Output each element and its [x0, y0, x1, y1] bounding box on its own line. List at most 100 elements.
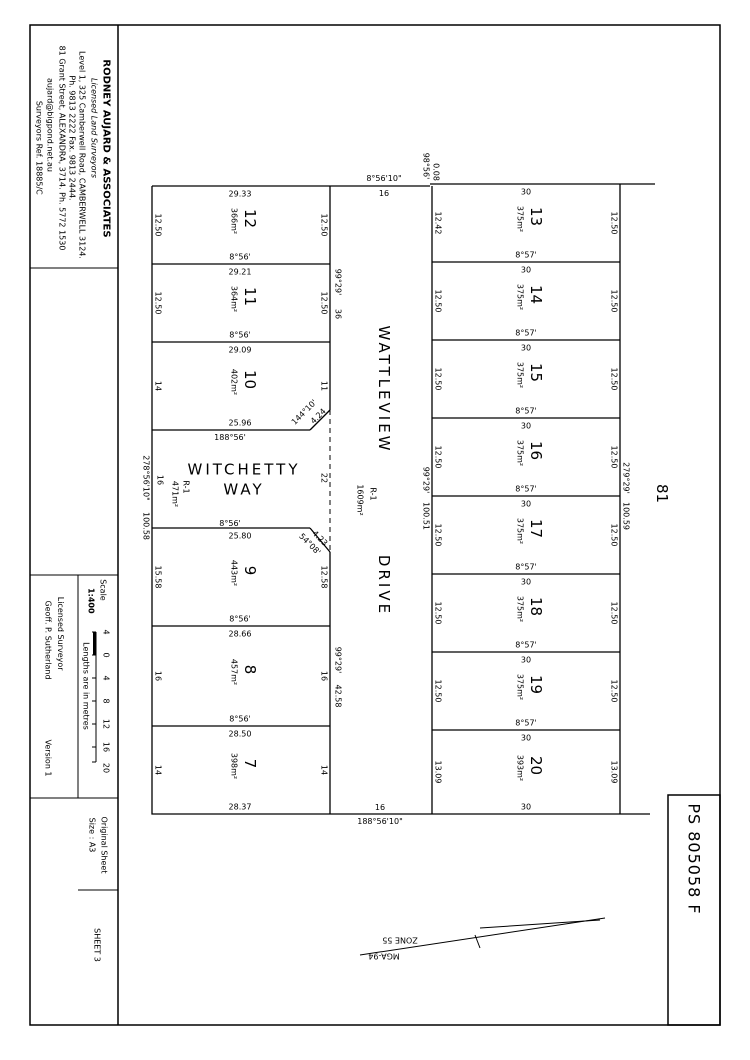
- road-west-bearing-2: 99°29': [334, 647, 343, 674]
- lot-17-area: 375m²: [516, 518, 525, 544]
- original-sheet-label: Original Sheet: [100, 817, 109, 874]
- top-bearing: 8°56'10": [366, 174, 401, 183]
- lot-19-right-dim: 12.50: [610, 680, 619, 703]
- corner-len: 0.08: [432, 163, 441, 181]
- lot-10-right-dim: 11: [320, 381, 329, 391]
- lot-14-left-dim: 12.50: [434, 290, 443, 313]
- road-east-bearing: 99°29': [422, 467, 431, 494]
- witchetty-area: 471m²: [171, 481, 180, 507]
- scale-tick-2: 4: [102, 675, 111, 680]
- scale-tick-1: 0: [102, 652, 111, 657]
- lot-8-area: 457m²: [230, 659, 239, 685]
- lot-10-top-dim: 29.09: [229, 346, 252, 355]
- lot-13-area: 375m²: [516, 206, 525, 232]
- lot-11-top-dim: 29.21: [229, 268, 252, 277]
- lot-11-area: 364m²: [230, 286, 239, 312]
- lot-18-right-dim: 12.50: [610, 602, 619, 625]
- lot-11-number: 11: [241, 287, 259, 306]
- lot-13-bottom-dim: 8°57': [515, 251, 536, 260]
- address-line-1: Level 1, 325 Camberwell Road, CAMBERWELL…: [78, 51, 87, 259]
- road-west-len-2: 42.58: [334, 685, 343, 708]
- east-boundary-len: 100.59: [622, 502, 631, 530]
- lot-19-bottom-dim: 8°57': [515, 719, 536, 728]
- lot-20-right-dim: 13.09: [610, 761, 619, 784]
- zone-label: ZONE 55: [382, 936, 418, 945]
- version: Version 1: [44, 739, 53, 776]
- lot-14-area: 375m²: [516, 284, 525, 310]
- grid-north-indicator: [359, 917, 606, 956]
- lot-7-number: 7: [241, 759, 259, 769]
- plan-number-box: [667, 794, 721, 1026]
- lot-18-left-dim: 12.50: [434, 602, 443, 625]
- lot-17-left-dim: 12.50: [434, 524, 443, 547]
- plan-number: PS 805058 F: [685, 803, 704, 914]
- lot-14-right-dim: 12.50: [610, 290, 619, 313]
- scale-tick-6: 20: [102, 763, 111, 773]
- lot-15-number: 15: [527, 363, 545, 382]
- drive-label: DRIVE: [375, 555, 393, 616]
- lot-19-number: 19: [527, 675, 545, 694]
- lot-14-bottom-dim: 8°57': [515, 329, 536, 338]
- address-line-3: 81 Grant Street, ALEXANDRA, 3714. Ph. 57…: [58, 46, 67, 251]
- address-line-2: Ph. 9813 2222 Fax. 9813 2444.: [68, 75, 77, 200]
- lot-18-area: 375m²: [516, 596, 525, 622]
- adjoining-lot-81: 81: [653, 484, 671, 503]
- lot-14-top-dim: 30: [521, 266, 531, 275]
- road-west-bearing-1: 99°29': [334, 269, 343, 296]
- surveyor-name: Geoff. P. Sutherland: [44, 600, 53, 679]
- lot-12-area: 366m²: [230, 208, 239, 234]
- witchetty-end: 16: [156, 475, 165, 485]
- witchetty-label: WITCHETTY: [188, 461, 301, 479]
- lot-12-right-dim: 12.50: [320, 214, 329, 237]
- lot-15-top-dim: 30: [521, 344, 531, 353]
- east-boundary-bearing: 279°29': [622, 462, 631, 494]
- lot-20-number: 20: [527, 756, 545, 775]
- lot-15-right-dim: 12.50: [610, 368, 619, 391]
- lot-10-left-dim: 14: [154, 381, 163, 391]
- scale-bar: [92, 631, 97, 763]
- lot-12-number: 12: [241, 209, 259, 228]
- bottom-bearing: 188°56'10": [357, 817, 403, 826]
- scale-tick-0: 4: [102, 629, 111, 634]
- lot-8-number: 8: [241, 665, 259, 675]
- sheet-border: [29, 24, 721, 1026]
- wattleview-area: 1609m²: [356, 484, 365, 515]
- lot-16-top-dim: 30: [521, 422, 531, 431]
- lot-17-top-dim: 30: [521, 500, 531, 509]
- lot-9-bottom-dim: 8°56': [229, 615, 250, 624]
- witchetty-mouth: 22: [320, 473, 329, 483]
- lot-13-left-dim: 12.42: [434, 212, 443, 235]
- surveyors-ref: Surveyors Ref. 18885/C: [35, 101, 44, 195]
- lot-18-top-dim: 30: [521, 578, 531, 587]
- extra-dimensions: 8°56'10" 16 98°56' 0.08 188°56' 8°56' 27…: [142, 153, 631, 826]
- sheet-number: SHEET 3: [93, 928, 102, 962]
- corner-bearing: 98°56': [422, 153, 431, 180]
- lot-8-right-dim: 16: [320, 671, 329, 681]
- scale-tick-5: 16: [102, 742, 111, 752]
- west-boundary-bearing: 278°56'10": [142, 455, 151, 501]
- lot-11-right-dim: 12.50: [320, 292, 329, 315]
- lot-12-top-dim: 29.33: [229, 190, 252, 199]
- lot-8-bottom-dim: 8°56': [229, 715, 250, 724]
- lot-13-number: 13: [527, 207, 545, 226]
- lot-16-bottom-dim: 8°57': [515, 485, 536, 494]
- lot-7-area: 398m²: [230, 753, 239, 779]
- lot-20-top-dim: 30: [521, 734, 531, 743]
- lot-8-left-dim: 16: [154, 671, 163, 681]
- witchetty-top-bearing: 188°56': [214, 433, 246, 442]
- lot-7-bottom-dim: 28.37: [229, 803, 252, 812]
- scale-label: Scale: [99, 579, 108, 601]
- sheet-size: Size : A3: [88, 818, 97, 853]
- lot-17-number: 17: [527, 519, 545, 538]
- witchetty-bottom-bearing: 8°56': [219, 519, 240, 528]
- scale-tick-4: 12: [102, 719, 111, 729]
- scale-value: 1:400: [87, 588, 96, 614]
- lot-13-top-dim: 30: [521, 188, 531, 197]
- lot-16-right-dim: 12.50: [610, 446, 619, 469]
- lot-11-left-dim: 12.50: [154, 292, 163, 315]
- licensed-surveyor-label: Licensed Surveyor: [56, 597, 65, 672]
- lot-11-bottom-dim: 8°56': [229, 331, 250, 340]
- lot-20-area: 393m²: [516, 755, 525, 781]
- lot-8-top-dim: 28.66: [229, 630, 252, 639]
- lot-10-area: 402m²: [230, 369, 239, 395]
